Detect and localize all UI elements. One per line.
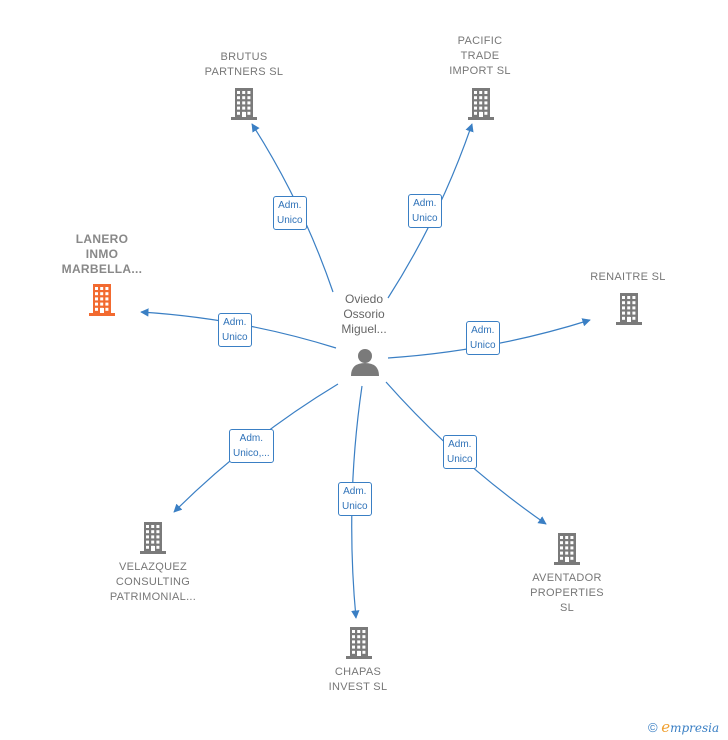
relation-badge-chapas[interactable]: Adm. Unico (338, 482, 372, 516)
relation-badge-lanero[interactable]: Adm. Unico (218, 313, 252, 347)
building-icon-chapas[interactable] (346, 627, 372, 659)
relation-badge-pacific[interactable]: Adm. Unico (408, 194, 442, 228)
building-icon-renaitre[interactable] (616, 293, 642, 325)
footer-brand: © empresia (648, 718, 719, 736)
relation-badge-brutus[interactable]: Adm. Unico (273, 196, 307, 230)
relation-badge-aventador[interactable]: Adm. Unico (443, 435, 477, 469)
building-icon-aventador[interactable] (554, 533, 580, 565)
company-label-aventador[interactable]: AVENTADOR PROPERTIES SL (530, 572, 604, 614)
building-icon-pacific[interactable] (468, 88, 494, 120)
building-icon-velazquez[interactable] (140, 522, 166, 554)
icons-layer (89, 88, 642, 659)
company-label-lanero[interactable]: LANERO INMO MARBELLA... (61, 232, 143, 276)
center-person-name[interactable]: Oviedo Ossorio Miguel... (341, 292, 387, 336)
relation-badge-renaitre[interactable]: Adm. Unico (466, 321, 500, 355)
company-label-chapas[interactable]: CHAPAS INVEST SL (328, 666, 388, 693)
company-label-pacific[interactable]: PACIFIC TRADE IMPORT SL (449, 35, 511, 77)
center-person-icon[interactable] (351, 349, 379, 376)
empresia-logo[interactable]: empresia (661, 718, 720, 736)
company-label-velazquez[interactable]: VELAZQUEZ CONSULTING PATRIMONIAL... (109, 561, 197, 603)
company-label-brutus[interactable]: BRUTUS PARTNERS SL (204, 51, 284, 78)
building-icon-brutus[interactable] (231, 88, 257, 120)
company-label-renaitre[interactable]: RENAITRE SL (590, 271, 666, 283)
copyright-symbol: © (648, 720, 658, 735)
relation-badge-velazquez[interactable]: Adm. Unico,... (229, 429, 274, 463)
building-icon-lanero[interactable] (89, 284, 115, 316)
